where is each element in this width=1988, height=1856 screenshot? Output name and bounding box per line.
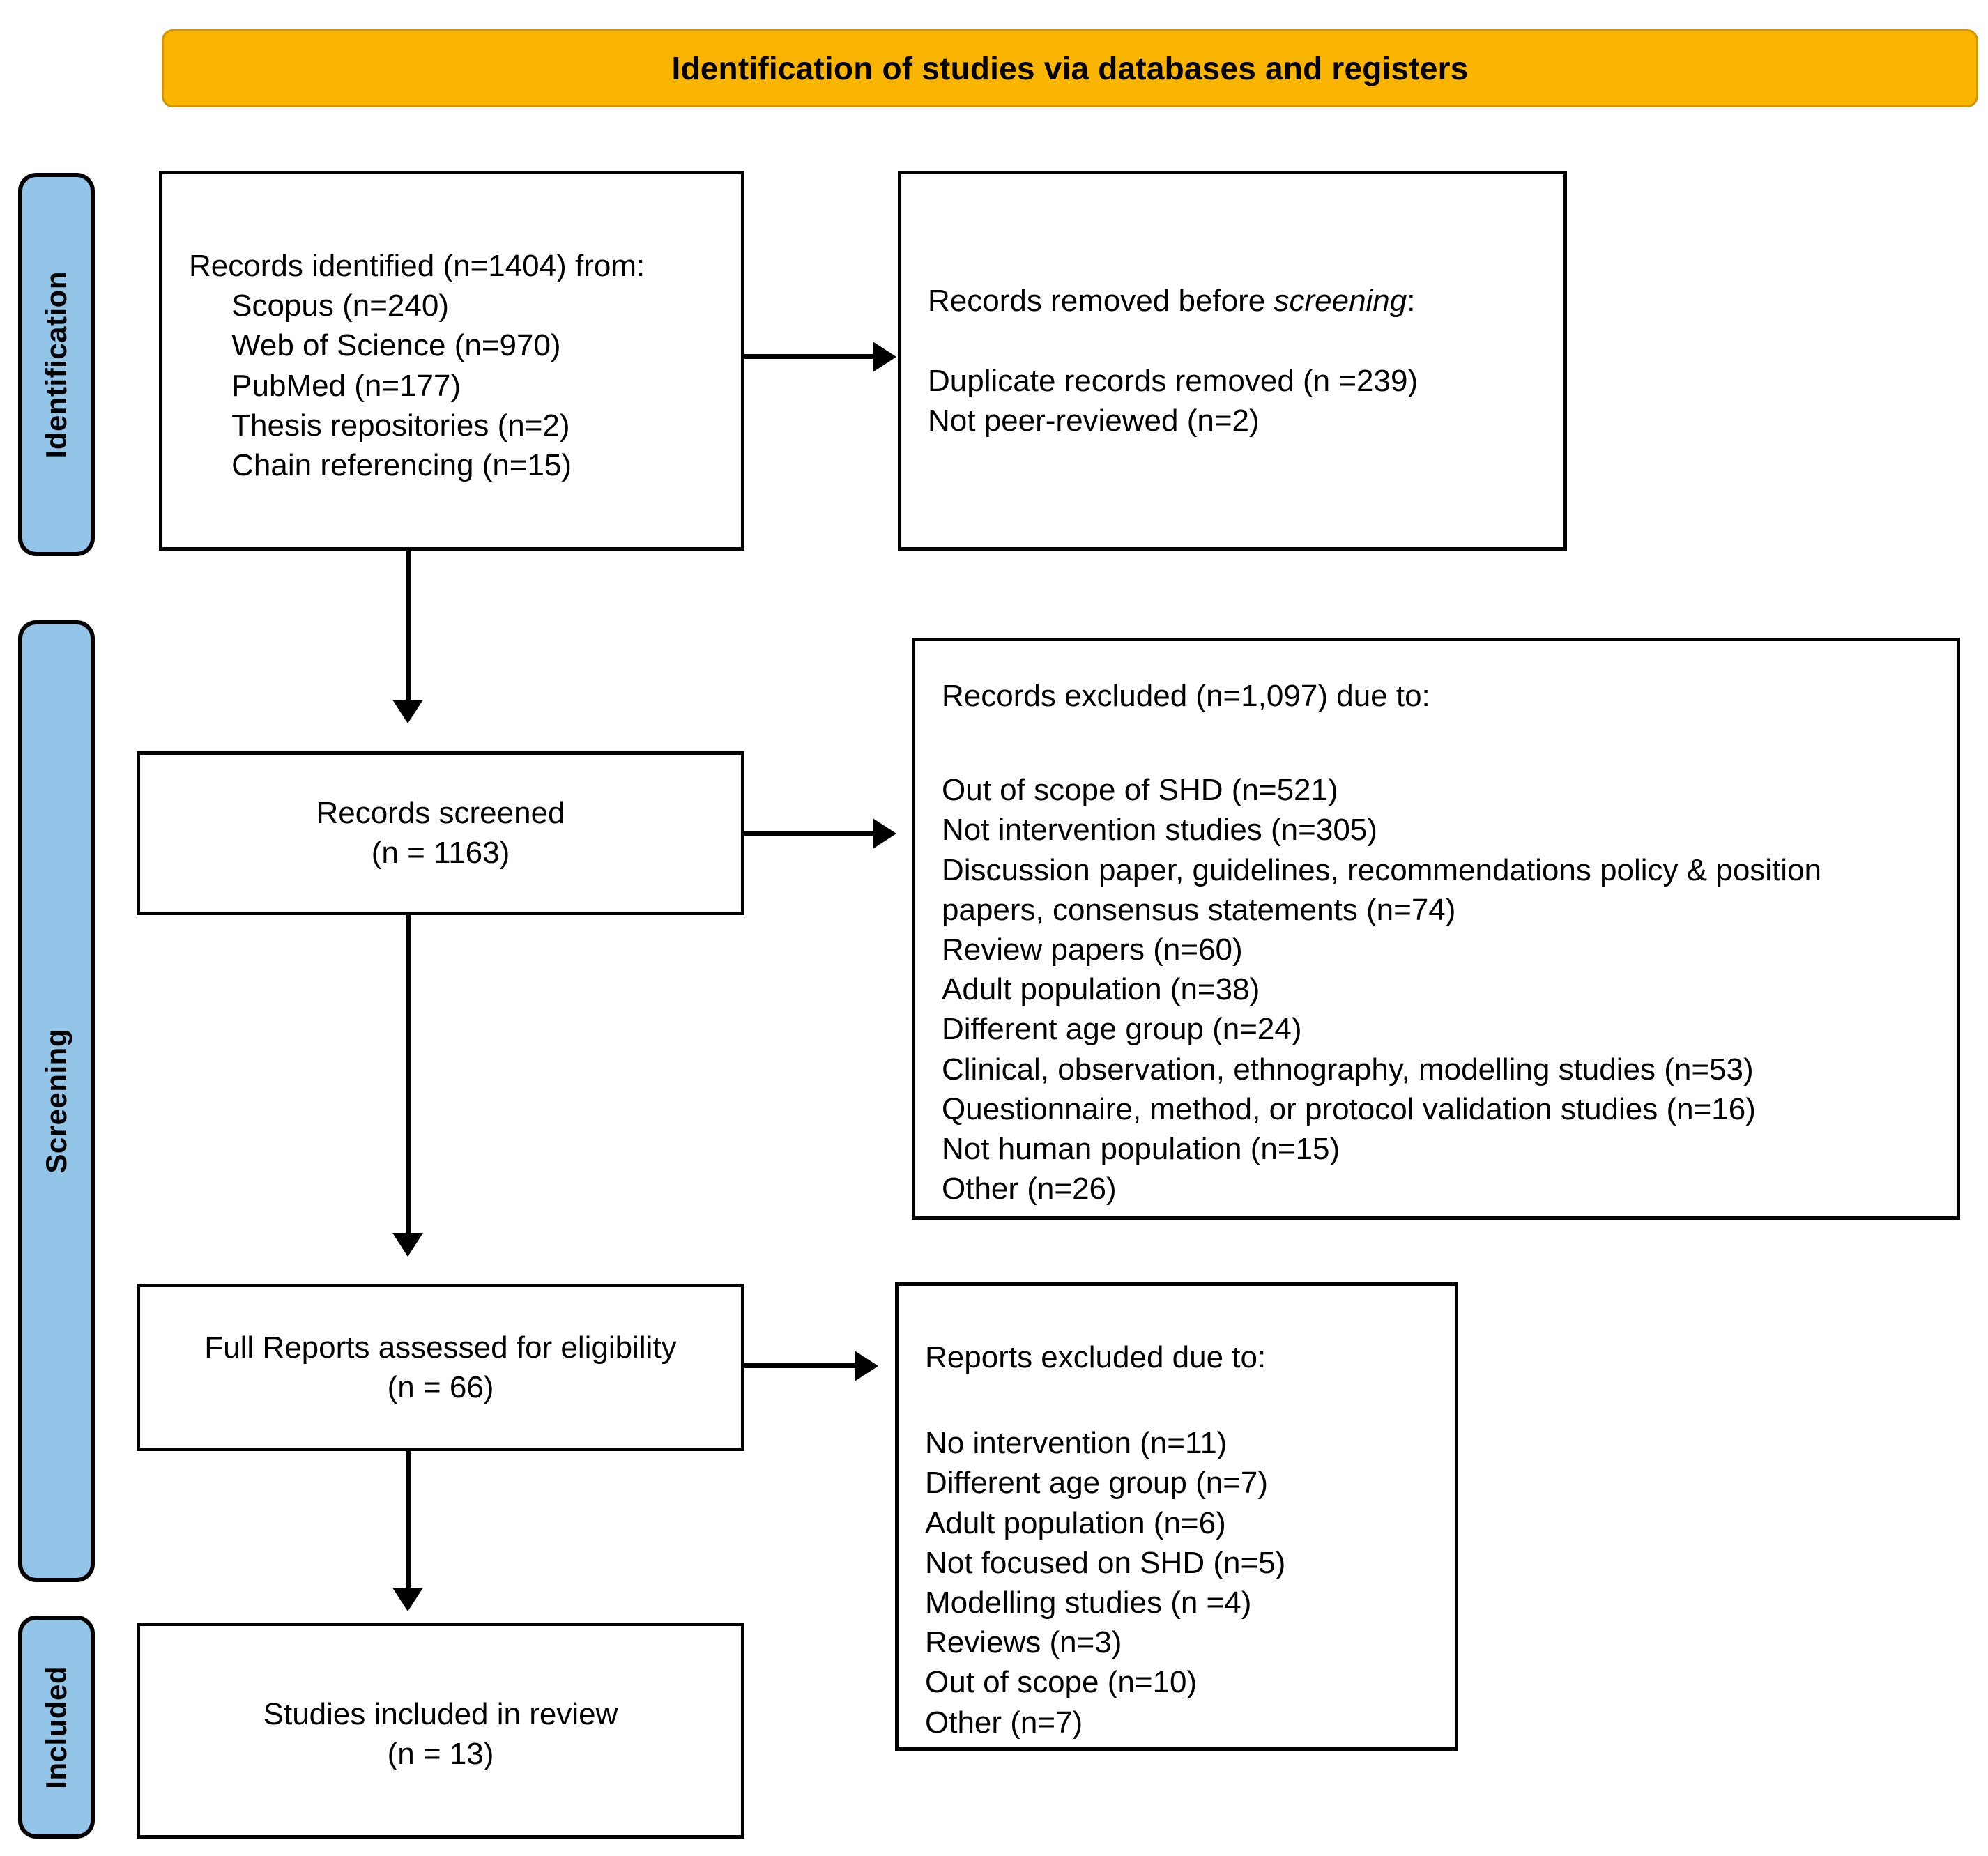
records-identified-text: Records identified (n=1404) from: Scopus… bbox=[189, 249, 645, 482]
records-removed-content: Records removed before screening: Duplic… bbox=[928, 281, 1418, 441]
phase-label-included-text: Included bbox=[40, 1665, 72, 1789]
box-records-removed-before-screening: Records removed before screening: Duplic… bbox=[898, 171, 1567, 551]
records-removed-spacer bbox=[928, 321, 1418, 361]
diagram-header-banner: Identification of studies via databases … bbox=[162, 29, 1978, 107]
arrowhead-fulltext-to-included bbox=[392, 1588, 423, 1611]
reports-excluded-spacer bbox=[925, 1377, 1285, 1423]
records-screened-text: Records screened (n = 1163) bbox=[316, 796, 565, 871]
box-records-excluded: Records excluded (n=1,097) due to: Out o… bbox=[912, 638, 1960, 1220]
connector-screened-to-fulltext bbox=[406, 915, 411, 1236]
reports-excluded-reasons: No intervention (n=11) Different age gro… bbox=[925, 1426, 1286, 1740]
box-reports-excluded: Reports excluded due to: No intervention… bbox=[895, 1282, 1458, 1751]
records-removed-heading-prefix: Records removed before bbox=[928, 284, 1274, 318]
records-excluded-reasons: Out of scope of SHD (n=521) Not interven… bbox=[942, 773, 1822, 1206]
connector-fulltext-to-reports-excluded bbox=[744, 1363, 856, 1368]
box-studies-included: Studies included in review (n = 13) bbox=[137, 1623, 744, 1839]
phase-label-included: Included bbox=[18, 1616, 95, 1839]
records-removed-heading: Records removed before screening: bbox=[928, 281, 1418, 321]
diagram-title: Identification of studies via databases … bbox=[671, 50, 1469, 86]
arrowhead-identified-to-removed bbox=[873, 342, 896, 372]
phase-label-screening-text: Screening bbox=[40, 1029, 72, 1174]
phase-label-identification-text: Identification bbox=[40, 270, 72, 459]
full-reports-assessed-text: Full Reports assessed for eligibility (n… bbox=[204, 1330, 677, 1405]
studies-included-text: Studies included in review (n = 13) bbox=[263, 1697, 618, 1772]
connector-identified-to-removed bbox=[744, 354, 874, 359]
records-excluded-heading: Records excluded (n=1,097) due to: bbox=[942, 679, 1430, 713]
phase-label-identification: Identification bbox=[18, 173, 95, 556]
records-removed-heading-suffix: : bbox=[1407, 284, 1416, 318]
records-removed-heading-emphasis: screening bbox=[1274, 284, 1407, 318]
records-excluded-content: Records excluded (n=1,097) due to: Out o… bbox=[942, 676, 1821, 1209]
box-records-screened: Records screened (n = 1163) bbox=[137, 751, 744, 915]
phase-label-screening: Screening bbox=[18, 620, 95, 1582]
connector-screened-to-excluded bbox=[744, 831, 874, 836]
box-full-reports-assessed: Full Reports assessed for eligibility (n… bbox=[137, 1284, 744, 1451]
connector-identified-to-screened bbox=[406, 551, 411, 703]
box-records-identified: Records identified (n=1404) from: Scopus… bbox=[159, 171, 744, 551]
reports-excluded-heading: Reports excluded due to: bbox=[925, 1340, 1267, 1374]
arrowhead-identified-to-screened bbox=[392, 700, 423, 723]
connector-fulltext-to-included bbox=[406, 1451, 411, 1590]
records-excluded-spacer bbox=[942, 716, 1821, 770]
records-removed-reasons: Duplicate records removed (n =239) Not p… bbox=[928, 364, 1419, 438]
reports-excluded-content: Reports excluded due to: No intervention… bbox=[925, 1337, 1285, 1742]
arrowhead-fulltext-to-reports-excluded bbox=[855, 1351, 878, 1381]
arrowhead-screened-to-excluded bbox=[873, 818, 896, 849]
arrowhead-screened-to-fulltext bbox=[392, 1233, 423, 1257]
